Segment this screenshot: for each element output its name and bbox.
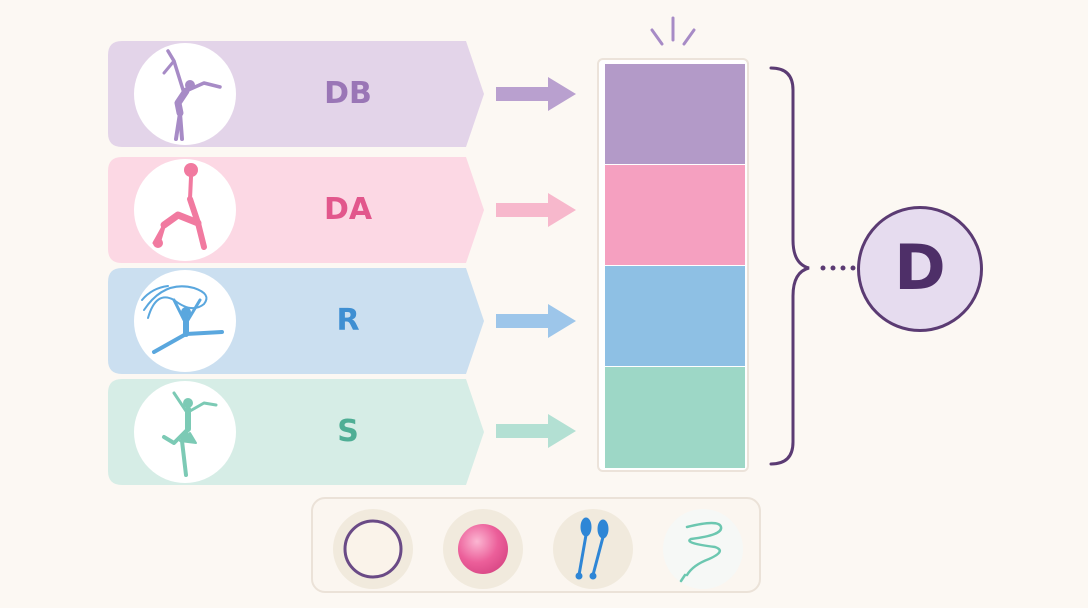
row-label-s: S [337, 414, 359, 449]
arrow-da-icon [496, 193, 576, 227]
stack-block-db [605, 64, 745, 164]
total-d-badge: D [857, 206, 983, 332]
sparkle-icon [650, 16, 696, 46]
curly-brace-icon [769, 66, 856, 466]
row-da: DA [108, 157, 484, 263]
score-stack [597, 58, 749, 472]
apparatus-panel [311, 497, 761, 593]
row-label-da: DA [323, 192, 373, 227]
row-s: S [108, 379, 484, 485]
stack-block-da [605, 165, 745, 265]
gymnast-figure-db-icon [134, 43, 236, 145]
stack-block-s [605, 367, 745, 468]
arrow-db-icon [496, 77, 576, 111]
gymnast-figure-r-icon [134, 270, 236, 372]
gymnast-figure-s-icon [134, 381, 236, 483]
row-label-db: DB [324, 76, 372, 111]
hoop-icon [333, 509, 413, 589]
arrow-r-icon [496, 304, 576, 338]
arrow-s-icon [496, 414, 576, 448]
ball-icon [443, 509, 523, 589]
row-label-r: R [336, 303, 360, 338]
ribbon-icon [663, 509, 743, 589]
gymnast-figure-da-icon [134, 159, 236, 261]
row-r: R [108, 268, 484, 374]
stack-block-r [605, 266, 745, 366]
row-db: DB [108, 41, 484, 147]
clubs-icon [553, 509, 633, 589]
